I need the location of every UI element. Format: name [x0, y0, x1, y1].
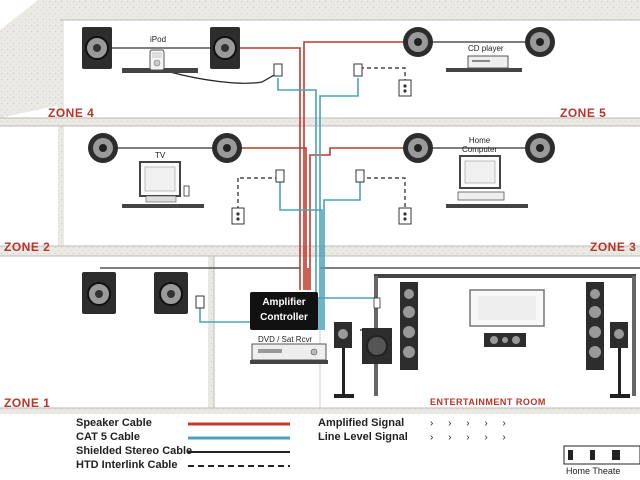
zone1-label: ZONE 1 [4, 396, 51, 410]
legend-speaker-cable: Speaker Cable [76, 417, 152, 429]
keypad-zone3 [355, 169, 412, 225]
zone4-speaker-right [210, 27, 240, 69]
keypad-zone4 [273, 63, 412, 97]
tv [122, 161, 204, 208]
cd-player [446, 55, 522, 72]
legend-htd-interlink: HTD Interlink Cable [76, 459, 178, 471]
zone2-speaker-left [88, 133, 118, 163]
entertainment-room [334, 274, 636, 398]
cd-player-label: CD player [468, 44, 504, 53]
zone5-label: ZONE 5 [560, 106, 607, 120]
zone4-speaker-left [82, 27, 112, 69]
controller-line2: Controller [260, 312, 308, 323]
ipod-label: iPod [150, 35, 167, 44]
zone3-speaker-left [403, 133, 433, 163]
keypad-zone2 [231, 169, 285, 225]
zone1-speaker-left [82, 272, 116, 314]
cat5-cables [199, 78, 377, 330]
tv-label: TV [155, 151, 166, 160]
amplifier-controller: Amplifier Controller [250, 292, 318, 330]
zone5-speaker-right [525, 27, 555, 57]
legend-shielded-stereo: Shielded Stereo Cable [76, 445, 193, 457]
speaker-cables [97, 41, 640, 269]
zone2-speaker-right [212, 133, 242, 163]
zone1-speaker-right [154, 272, 188, 314]
zone3-label: ZONE 3 [590, 240, 637, 254]
controller-line1: Amplifier [262, 297, 306, 308]
legend-line-level-signal: Line Level Signal [318, 431, 408, 443]
keypad-zone1 [195, 295, 205, 309]
legend-swatches [188, 422, 290, 467]
zone5-speaker-left [403, 27, 433, 57]
home-computer [446, 155, 528, 208]
zone4-label: ZONE 4 [48, 106, 95, 120]
dvd-receiver [250, 343, 328, 364]
legend-cat5-cable: CAT 5 Cable [76, 431, 140, 443]
legend-arrows-amplified: › › › › › [430, 418, 512, 429]
legend-arrows-line-level: › › › › › [430, 432, 512, 443]
interlink-cables [237, 67, 406, 210]
zone2-label: ZONE 2 [4, 240, 51, 254]
home-computer-label: Home Computer [462, 136, 498, 154]
ipod-dock [122, 49, 198, 73]
zone3-speaker-right [525, 133, 555, 163]
legend-amplified-signal: Amplified Signal [318, 417, 405, 429]
dvd-receiver-label: DVD / Sat Rcvr [258, 335, 313, 344]
entertainment-room-label: ENTERTAINMENT ROOM [430, 397, 546, 407]
brand-logo [563, 445, 640, 465]
brand-text: Home Theate [566, 466, 621, 476]
